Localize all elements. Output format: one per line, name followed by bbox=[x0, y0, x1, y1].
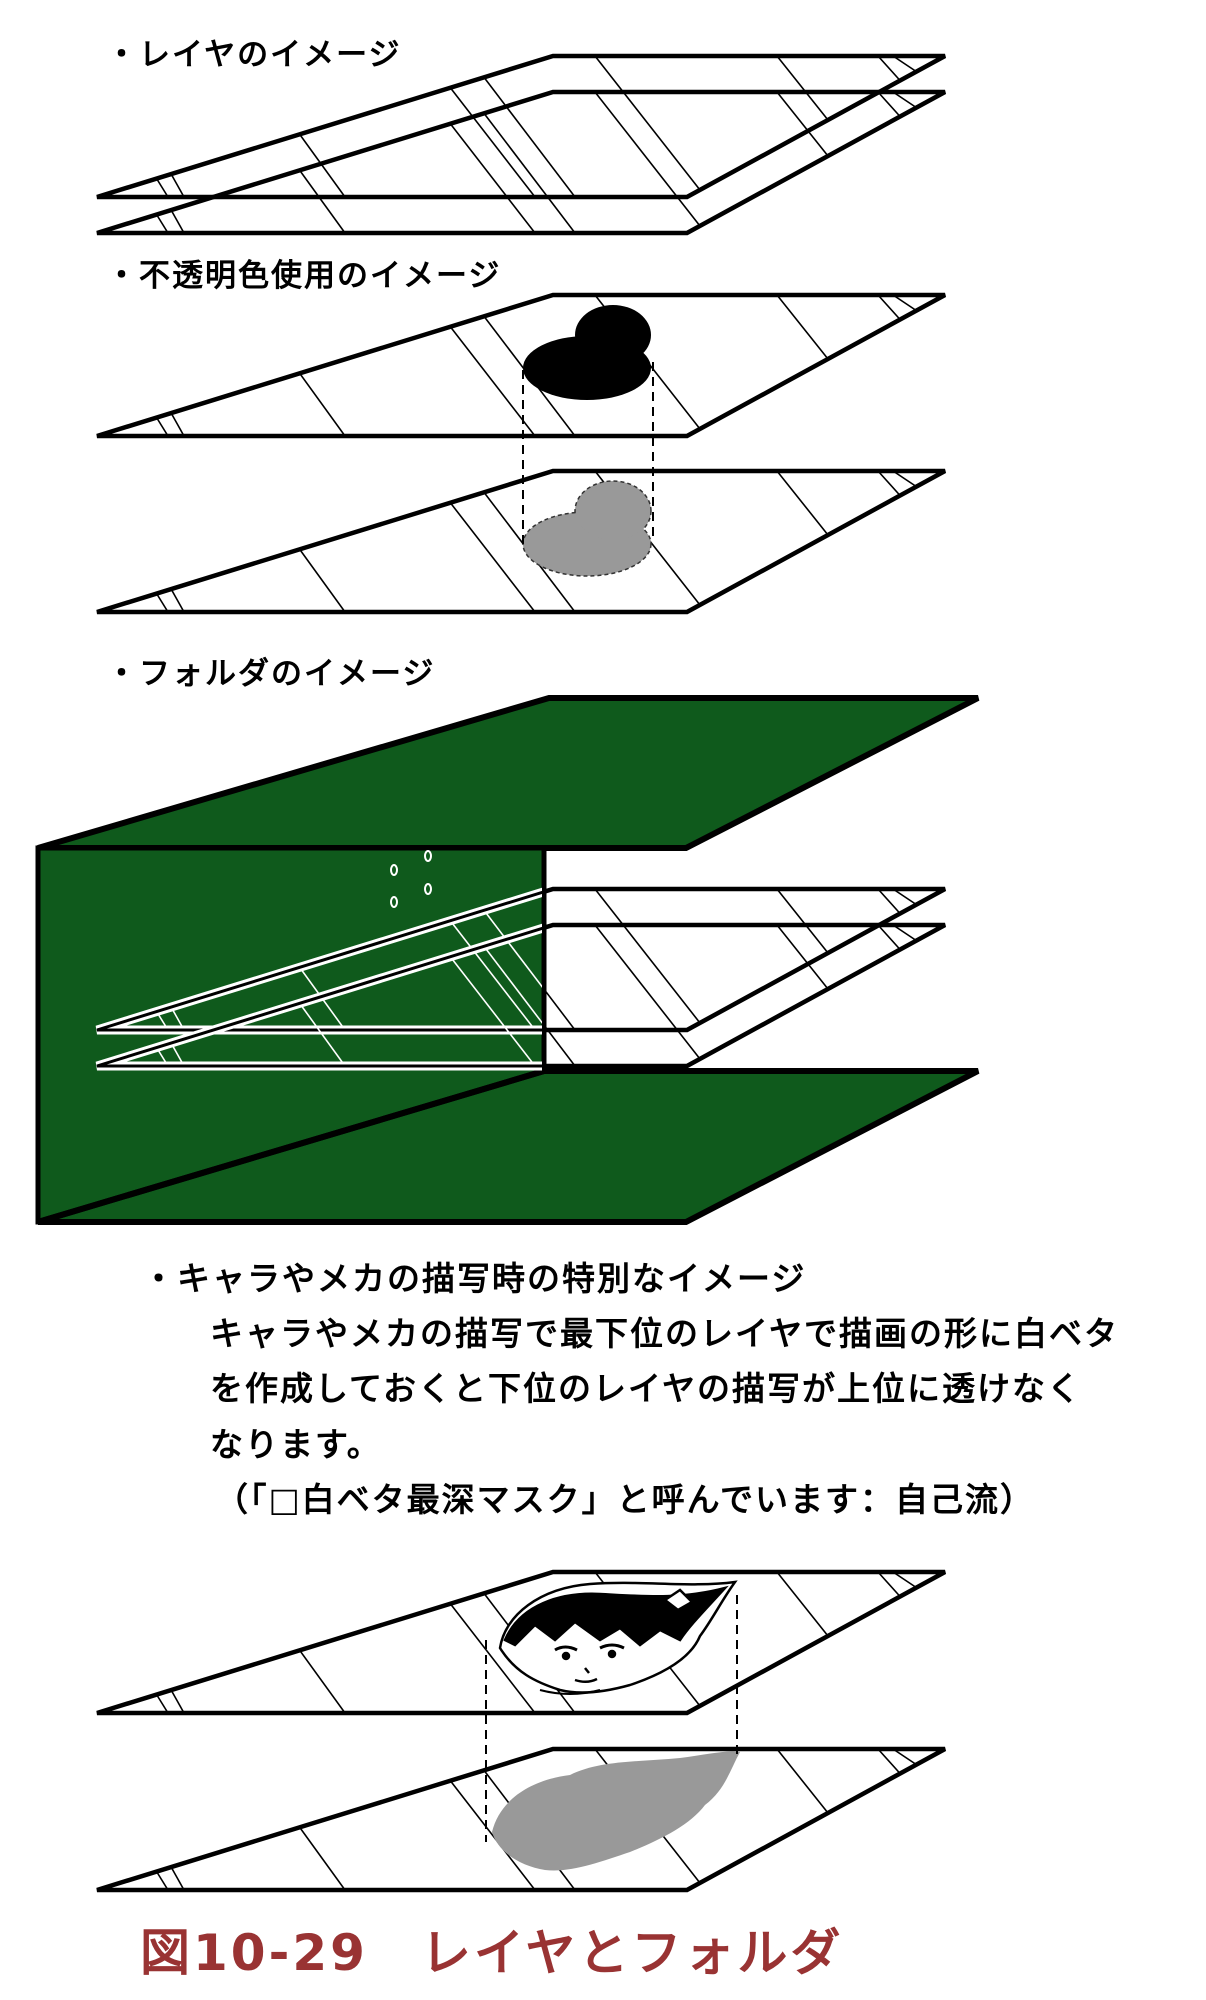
explanation-line-1: キャラやメカの描写で最下位のレイヤで描画の形に白ベタ bbox=[210, 1314, 1120, 1353]
section-title-special: ・キャラやメカの描写時の特別なイメージ bbox=[142, 1259, 807, 1298]
mask-dashed-lines bbox=[485, 1595, 738, 1842]
explanation-line-2: を作成しておくと下位のレイヤの描写が上位に透けなく bbox=[210, 1369, 1083, 1408]
white-mask-silhouette bbox=[492, 1751, 740, 1871]
opaque-black-shape bbox=[523, 305, 651, 400]
character-face-drawing bbox=[498, 1580, 738, 1695]
layer-sheet-1 bbox=[97, 56, 945, 197]
folder-inner-layers-hidden bbox=[95, 887, 544, 1071]
folder-top-face bbox=[37, 695, 980, 851]
figure-caption: 図10-29 レイヤとフォルダ bbox=[140, 1924, 844, 1982]
layer-sheet-2 bbox=[97, 92, 945, 233]
section-title-opaque: ・不透明色使用のイメージ bbox=[106, 258, 502, 294]
folder-box bbox=[35, 695, 980, 1225]
ellipsis-dots bbox=[390, 850, 432, 908]
section-title-folder: ・フォルダのイメージ bbox=[106, 656, 436, 692]
explanation-note: （「□白ベタ最深マスク」と呼んでいます：自己流） bbox=[215, 1480, 1036, 1519]
upper-layer-sheet bbox=[97, 295, 945, 436]
masked-gray-shape bbox=[522, 480, 652, 577]
explanation-line-3: なります。 bbox=[210, 1425, 382, 1464]
section-title-layer: ・レイヤのイメージ bbox=[106, 37, 402, 73]
lower-layer-sheet bbox=[97, 471, 945, 612]
